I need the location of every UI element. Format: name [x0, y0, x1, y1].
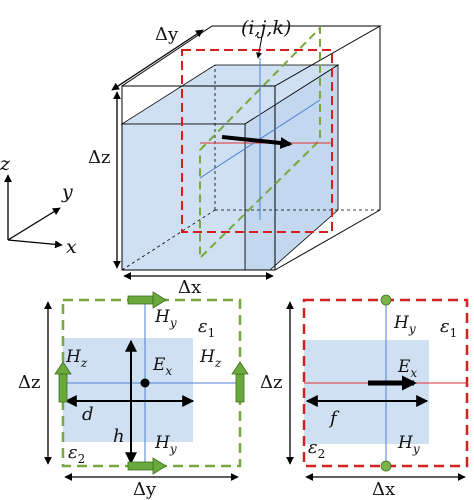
index-pointer [256, 35, 263, 59]
hy-dot-top [380, 294, 392, 306]
red-eps1-label: ε1 [440, 316, 457, 340]
green-ex-label: Ex [152, 355, 172, 378]
green-hy-top-label: Hy [154, 307, 177, 330]
hidden-edges [121, 65, 380, 271]
red-ex-label: Ex [397, 357, 417, 380]
green-h-label: h [113, 426, 125, 447]
green-panel: Δz Δy Hy ε1 Hz Hz Ex d h Hy ε2 [18, 291, 249, 500]
green-plane [199, 25, 321, 261]
red-eps2-label: ε2 [308, 437, 325, 461]
red-hy-top-label: Hy [393, 313, 416, 336]
delta-z-label: Δz [88, 147, 110, 168]
delta-y-label: Δy [155, 24, 179, 45]
delta-x-label: Δx [178, 277, 201, 298]
axis-y-label: y [61, 181, 73, 203]
green-d-label: d [82, 404, 94, 425]
red-delta-x-label: Δx [372, 479, 395, 500]
green-eps1-label: ε1 [198, 316, 215, 340]
hz-arrow-left [54, 361, 72, 403]
red-panel-material [304, 340, 429, 444]
material-block-front [121, 123, 246, 271]
green-hy-bottom-label: Hy [154, 433, 177, 456]
cube-3d: (i,j,k) Δy Δz Δx [88, 17, 382, 298]
green-eps2-label: ε2 [68, 442, 85, 466]
ex-dot [140, 378, 150, 388]
red-plane [181, 49, 333, 233]
hz-arrow-right [231, 361, 249, 403]
green-hz-right-label: Hz [199, 347, 222, 370]
axis-z-label: z [0, 153, 11, 175]
green-delta-z-label: Δz [18, 372, 40, 393]
green-hz-left-label: Hz [65, 347, 88, 370]
red-delta-z-label: Δz [260, 372, 282, 393]
hy-dot-bottom [380, 460, 392, 472]
index-label: (i,j,k) [241, 17, 291, 39]
green-delta-y-label: Δy [133, 479, 157, 500]
green-panel-material [63, 338, 193, 442]
axis-x-label: x [66, 236, 77, 258]
red-panel: Δz Δx Hy ε1 Ex f ε2 Hy [260, 294, 469, 500]
red-hy-bottom-label: Hy [397, 433, 420, 456]
ex-arrow-3d [221, 135, 293, 149]
hy-arrow-top [127, 291, 167, 309]
coordinate-axes: z y x [0, 153, 77, 258]
hy-arrow-bottom [127, 457, 167, 475]
delta-y-arrow [111, 29, 204, 91]
